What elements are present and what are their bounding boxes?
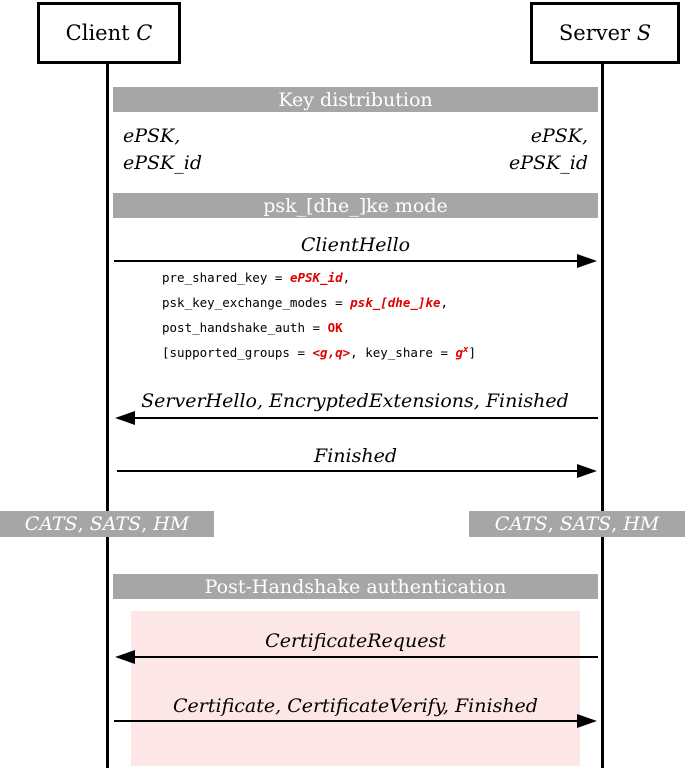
client-box: Client C xyxy=(37,2,181,64)
client-lifeline xyxy=(106,64,109,768)
ext-psk-modes-prefix: psk_key_exchange_modes = xyxy=(162,295,351,310)
client-key-line1: ePSK, xyxy=(123,125,181,147)
ext-pre-shared-key-suffix: , xyxy=(342,270,351,285)
client-hello-arrowhead xyxy=(577,254,597,268)
server-lifeline xyxy=(601,64,604,768)
ext-post-handshake-auth: post_handshake_auth = OK xyxy=(162,320,343,335)
client-hello-label: ClientHello xyxy=(300,234,411,256)
key-distribution-bar: Key distribution xyxy=(113,87,598,112)
certificate-label: Certificate, CertificateVerify, Finished xyxy=(173,695,538,717)
certificate-arrowhead xyxy=(577,714,597,728)
finished-label: Finished xyxy=(314,445,397,467)
key-distribution-label: Key distribution xyxy=(278,88,433,111)
server-key-line2: ePSK_id xyxy=(509,152,588,174)
server-derived-hm: HM xyxy=(623,513,660,535)
server-derived-sep2: , xyxy=(611,513,624,535)
ext-psk-modes-suffix: , xyxy=(440,295,448,310)
client-derived-hm: HM xyxy=(153,513,190,535)
client-derived-keys: CATS, SATS, HM xyxy=(0,511,214,537)
ext-pre-shared-key-prefix: pre_shared_key = xyxy=(162,270,290,285)
post-handshake-region xyxy=(131,611,580,766)
client-key-line2: ePSK_id xyxy=(123,152,202,174)
server-var: S xyxy=(636,21,652,45)
ext-groups-keyshare-base: g xyxy=(455,345,464,361)
server-derived-sep1: , xyxy=(547,513,560,535)
ext-psk-modes: psk_key_exchange_modes = psk_[dhe_]ke, xyxy=(162,295,448,310)
certificate-request-arrowhead xyxy=(115,650,135,664)
ext-groups: [supported_groups = <g,q>, key_share = g… xyxy=(162,345,476,360)
server-key-line1: ePSK, xyxy=(530,125,588,147)
ext-psk-modes-value: psk_[dhe_]ke xyxy=(350,295,441,310)
client-var: C xyxy=(136,21,153,45)
ext-pre-shared-key-value: ePSK_id xyxy=(289,270,343,285)
post-handshake-bar: Post-Handshake authentication xyxy=(113,574,598,599)
client-derived-sep2: , xyxy=(141,513,154,535)
client-derived-cats: CATS xyxy=(24,513,78,535)
mode-label: psk_[dhe_]ke mode xyxy=(263,194,448,217)
client-derived-sep1: , xyxy=(77,513,90,535)
mode-bar: psk_[dhe_]ke mode xyxy=(113,193,598,218)
post-handshake-label: Post-Handshake authentication xyxy=(204,575,507,598)
client-label: Client xyxy=(65,21,137,45)
server-hello-arrowhead xyxy=(115,411,135,425)
server-derived-cats: CATS xyxy=(494,513,548,535)
server-label: Server xyxy=(558,21,637,45)
ext-pre-shared-key: pre_shared_key = ePSK_id, xyxy=(162,270,350,285)
finished-arrowhead xyxy=(577,464,597,478)
server-box: Server S xyxy=(530,2,680,64)
ext-post-handshake-auth-prefix: post_handshake_auth = xyxy=(162,320,328,335)
ext-groups-suffix: ] xyxy=(468,345,476,361)
ext-groups-prefix: [supported_groups = xyxy=(162,345,313,361)
server-derived-keys: CATS, SATS, HM xyxy=(469,511,685,537)
ext-groups-value: <g,q> xyxy=(312,345,351,361)
client-derived-sats: SATS xyxy=(89,513,142,535)
ext-groups-keyshare-sup: x xyxy=(463,345,469,355)
ext-post-handshake-auth-value: OK xyxy=(327,320,343,335)
ext-groups-middle: , key_share = xyxy=(350,345,456,361)
server-hello-label: ServerHello, EncryptedExtensions, Finish… xyxy=(141,390,569,412)
certificate-request-label: CertificateRequest xyxy=(265,630,446,652)
server-derived-sats: SATS xyxy=(559,513,612,535)
